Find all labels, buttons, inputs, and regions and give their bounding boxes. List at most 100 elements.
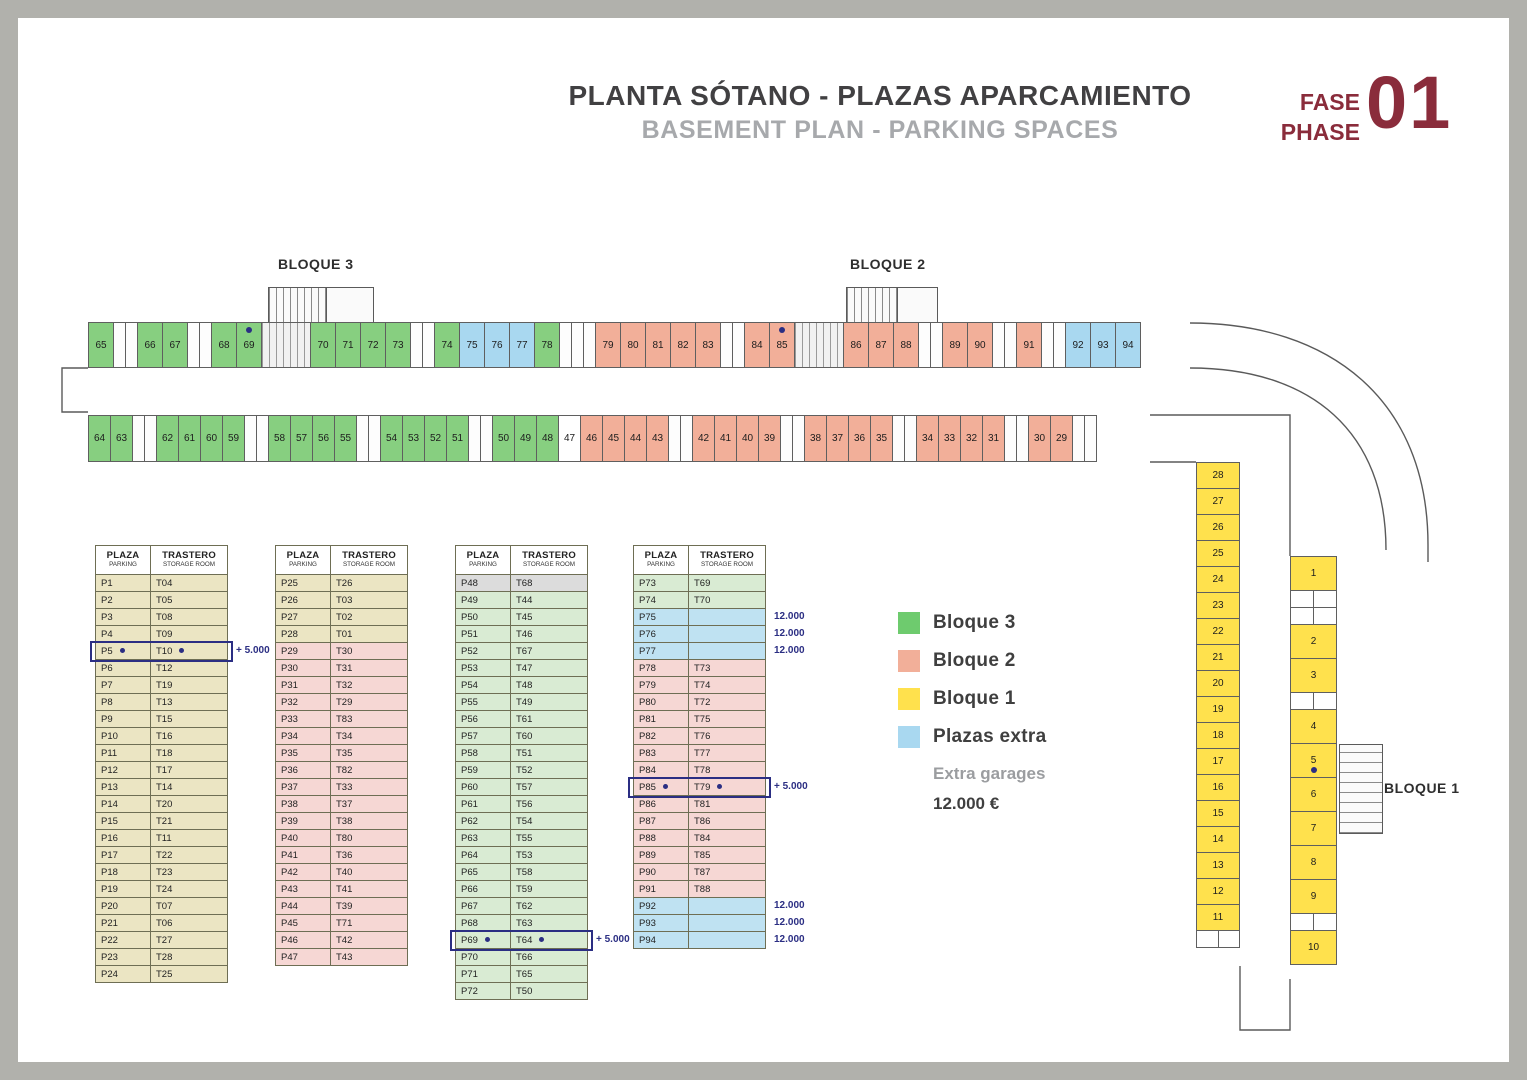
reserved-dot <box>246 327 252 333</box>
page-subtitle: BASEMENT PLAN - PARKING SPACES <box>641 116 1119 144</box>
plaza-cell: P20 <box>95 898 150 915</box>
trastero-cell: T30 <box>330 643 408 660</box>
parking-space-71: 71 <box>335 322 361 368</box>
plaza-cell: P44 <box>275 898 330 915</box>
trastero-cell: T43 <box>330 949 408 966</box>
parking-space-3: 3 <box>1290 658 1337 693</box>
trastero-cell: T10 <box>150 643 228 660</box>
parking-space-62: 62 <box>156 415 179 462</box>
legend-label: Bloque 1 <box>933 688 1016 709</box>
trastero-cell: T70 <box>688 592 766 609</box>
price-note: 12.000 <box>774 934 805 945</box>
trastero-cell: T41 <box>330 881 408 898</box>
page-title: PLANTA SÓTANO - PLAZAS APARCAMIENTO <box>568 80 1192 111</box>
parking-space-79: 79 <box>595 322 621 368</box>
parking-space-42: 42 <box>692 415 715 462</box>
plaza-cell: P30 <box>275 660 330 677</box>
parking-space-70: 70 <box>310 322 336 368</box>
trastero-cell: T79 <box>688 779 766 796</box>
trastero-cell <box>688 915 766 932</box>
plaza-cell: P52 <box>455 643 510 660</box>
trastero-cell: T03 <box>330 592 408 609</box>
parking-space-10: 10 <box>1290 930 1337 965</box>
trastero-cell: T06 <box>150 915 228 932</box>
parking-space-75: 75 <box>459 322 485 368</box>
parking-space-53: 53 <box>402 415 425 462</box>
plaza-cell: P45 <box>275 915 330 932</box>
trastero-cell: T22 <box>150 847 228 864</box>
trastero-cell: T24 <box>150 881 228 898</box>
trastero-cell: T87 <box>688 864 766 881</box>
parking-space-88: 88 <box>893 322 919 368</box>
plaza-cell: P82 <box>633 728 688 745</box>
parking-space-68: 68 <box>211 322 237 368</box>
trastero-cell: T25 <box>150 966 228 983</box>
plaza-cell: P26 <box>275 592 330 609</box>
storage-cell <box>1084 415 1097 462</box>
plaza-cell: P63 <box>455 830 510 847</box>
trastero-cell: T27 <box>150 932 228 949</box>
trastero-cell: T72 <box>688 694 766 711</box>
plaza-cell: P40 <box>275 830 330 847</box>
parking-space-28: 28 <box>1196 462 1240 489</box>
trastero-cell <box>688 898 766 915</box>
plaza-cell: P39 <box>275 813 330 830</box>
legend-label: Bloque 3 <box>933 612 1016 633</box>
trastero-cell: T86 <box>688 813 766 830</box>
trastero-cell: T36 <box>330 847 408 864</box>
plaza-cell: P11 <box>95 745 150 762</box>
parking-space-86: 86 <box>843 322 869 368</box>
trastero-cell: T21 <box>150 813 228 830</box>
price-note: 12.000 <box>774 611 805 622</box>
trastero-cell <box>688 626 766 643</box>
parking-space-47: 47 <box>558 415 581 462</box>
extra-garages-label: Extra garages <box>933 764 1046 783</box>
plaza-cell: P88 <box>633 830 688 847</box>
parking-space-50: 50 <box>492 415 515 462</box>
plaza-cell: P36 <box>275 762 330 779</box>
trastero-cell: T62 <box>510 898 588 915</box>
parking-space-57: 57 <box>290 415 313 462</box>
plaza-cell: P18 <box>95 864 150 881</box>
reserved-dot <box>662 784 668 789</box>
parking-space-87: 87 <box>868 322 894 368</box>
trastero-cell: T55 <box>510 830 588 847</box>
parking-space-45: 45 <box>602 415 625 462</box>
parking-space-60: 60 <box>200 415 223 462</box>
parking-space-16: 16 <box>1196 774 1240 801</box>
parking-space-78: 78 <box>534 322 560 368</box>
extra-garage-price: 12.000 € <box>933 794 1000 813</box>
plaza-cell: P37 <box>275 779 330 796</box>
